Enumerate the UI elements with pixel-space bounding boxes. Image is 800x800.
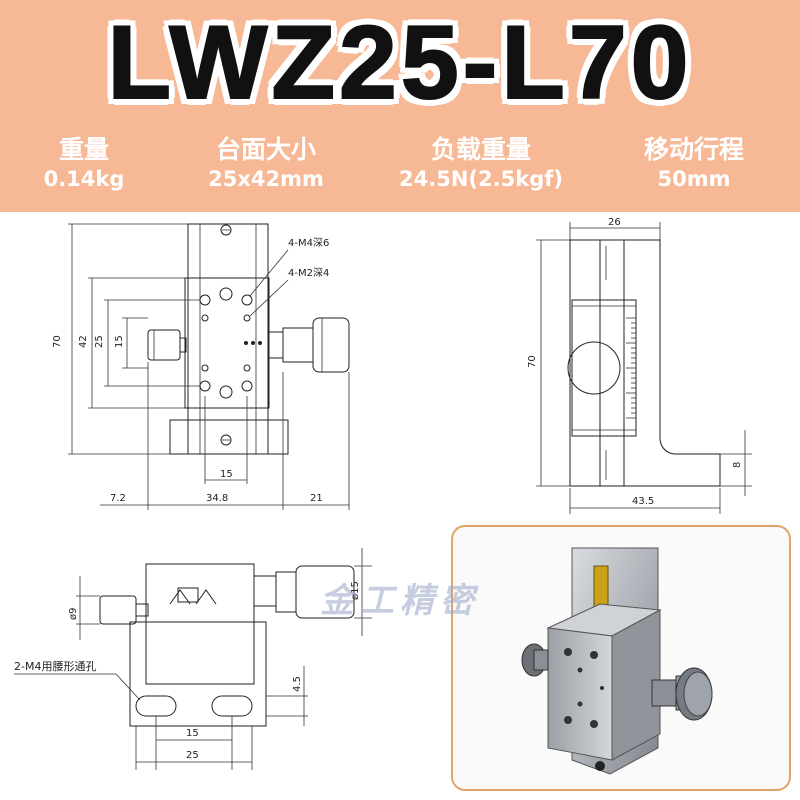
dim-15-bottom: 15 [186,728,199,739]
top-screw-icon [220,224,232,236]
dim-7-2: 7.2 [110,493,126,504]
dim-25-bottom: 25 [186,750,199,761]
note-m4: 4-M4深6 [288,237,329,249]
dim-8-side: 8 [732,462,743,468]
spec-table-size: 台面大小 25x42mm [208,134,324,192]
dim-70-front: 70 [52,335,63,348]
dim-15-front-v: 15 [114,335,125,348]
spec-weight-label: 重量 [58,135,109,164]
note-slot: 2-M4用腰形通孔 [14,660,96,673]
spec-weight-value: 0.14kg [43,167,125,191]
scale-ticks [626,317,636,419]
spec-table-size-value: 25x42mm [208,167,324,191]
dim-21: 21 [310,493,323,504]
bottom-lock-knob-icon [99,595,137,625]
bottom-base [129,621,267,727]
spec-travel-value: 50mm [657,167,731,191]
dim-26-side: 26 [608,217,621,228]
side-knob-icon [567,341,621,395]
bottom-top-block [145,563,255,623]
spec-table-size-label: 台面大小 [215,135,317,164]
micrometer-icon [312,317,350,373]
model-title: LWZ25-L70 [107,4,693,122]
dim-34-8: 34.8 [206,493,228,504]
note-m2: 4-M2深4 [288,267,329,279]
dim-42-front: 42 [78,335,89,348]
side-body [569,239,721,487]
slot-left [135,695,177,717]
slot-right [211,695,253,717]
spec-travel: 移动行程 50mm [644,134,744,192]
spec-weight: 重量 0.14kg [44,134,125,192]
front-view: 70 42 25 15 15 7.2 34.8 21 4-M4深6 4-M2深4 [52,223,350,510]
dim-43-5: 43.5 [632,496,654,507]
dim-15-dia: ø15 [350,581,361,600]
spec-load: 负载重量 24.5N(2.5kgf) [399,134,563,192]
bottom-micrometer-icon [295,565,355,619]
dim-4-5: 4.5 [292,676,303,692]
watermark: 金工精密 [320,581,480,621]
spec-banner: LWZ25-L70 重量 0.14kg 台面大小 25x42mm 负载重量 24… [0,0,800,212]
bottom-screw-icon [220,434,232,446]
spec-travel-label: 移动行程 [643,135,745,164]
dim-9-dia: ø9 [68,608,79,620]
dim-70-side: 70 [527,355,538,368]
dim-25-front: 25 [94,335,105,348]
lock-knob-icon [147,329,181,361]
side-view: 26 70 8 43.5 [527,217,752,514]
spec-load-label: 负载重量 [430,135,532,164]
bottom-view: ø9 ø15 4.5 15 25 2-M4用腰形通孔 [14,548,372,770]
spec-load-value: 24.5N(2.5kgf) [399,167,563,191]
dim-15-front-h: 15 [220,469,233,480]
product-photo [521,547,713,775]
